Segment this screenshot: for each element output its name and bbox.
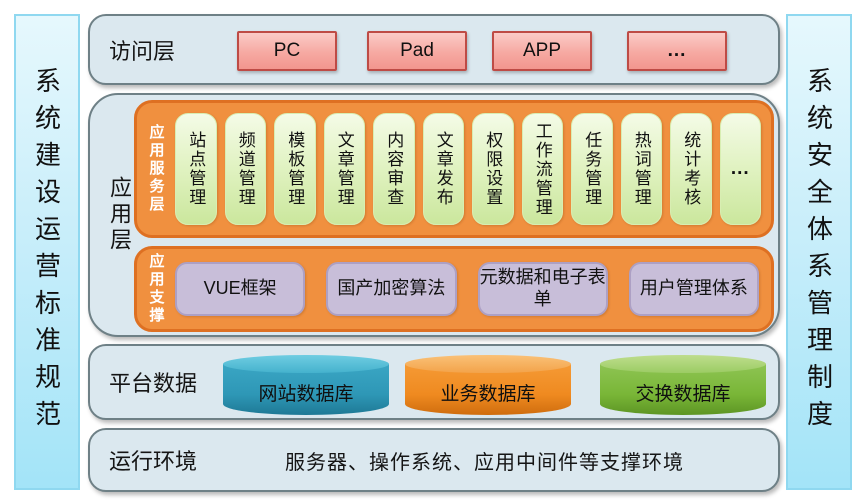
left-pillar-label: 系统建设运营标准规范 [31,67,62,437]
app-service-group-label: 应用服务层 [147,124,165,214]
service-item: 权限设置 [472,113,514,225]
right-pillar-label: 系统安全体系管理制度 [803,67,834,437]
application-layer: 应用层 应用服务层 站点管理 频道管理 模板管理 文章管理 内容审查 文章发布 … [88,93,780,337]
service-item: 文章管理 [323,113,365,225]
runtime-layer: 运行环境 服务器、操作系统、应用中间件等支撑环境 [88,428,780,492]
cylinder-top [405,355,571,373]
data-layer-label: 平台数据 [109,371,198,396]
device-box-more: ... [627,31,727,71]
service-item: 频道管理 [224,113,266,225]
app-support-group: 应用支撑 VUE框架 国产加密算法 元数据和电子表单 用户管理体系 [134,246,774,332]
app-service-group: 应用服务层 站点管理 频道管理 模板管理 文章管理 内容审查 文章发布 权限设置… [134,100,774,238]
device-box-pc: PC [237,31,337,71]
app-support-items: VUE框架 国产加密算法 元数据和电子表单 用户管理体系 [175,249,771,329]
right-pillar: 系统安全体系管理制度 [786,14,852,490]
access-layer-label: 访问层 [109,38,176,64]
data-layer: 平台数据 网站数据库 业务数据库 交换数据库 [88,344,780,420]
service-item: 统计考核 [670,113,712,225]
runtime-description: 服务器、操作系统、应用中间件等支撑环境 [285,451,685,474]
service-item: 文章发布 [422,113,464,225]
database-cylinder-exchange: 交换数据库 [600,355,766,415]
device-box-app: APP [492,31,592,71]
service-item: 热词管理 [620,113,662,225]
support-item: 元数据和电子表单 [477,262,608,316]
cylinder-top [600,355,766,373]
service-item-more: ... [719,113,761,225]
service-item: 站点管理 [175,113,217,225]
access-layer: 访问层 PC Pad APP ... [88,14,780,85]
support-item: 用户管理体系 [628,262,759,316]
service-item: 模板管理 [274,113,316,225]
database-cylinder-business: 业务数据库 [405,355,571,415]
cylinder-top [223,355,389,373]
database-cylinder-web: 网站数据库 [223,355,389,415]
runtime-layer-label: 运行环境 [109,449,198,474]
left-pillar: 系统建设运营标准规范 [14,14,80,490]
application-layer-label: 应用层 [107,176,132,254]
service-item: 工作流管理 [521,113,563,225]
service-item: 任务管理 [571,113,613,225]
service-item: 内容审查 [373,113,415,225]
app-support-group-label: 应用支撑 [147,253,165,325]
app-service-items: 站点管理 频道管理 模板管理 文章管理 内容审查 文章发布 权限设置 工作流管理… [175,103,771,235]
support-item: VUE框架 [175,262,306,316]
device-box-pad: Pad [367,31,467,71]
support-item: 国产加密算法 [326,262,457,316]
